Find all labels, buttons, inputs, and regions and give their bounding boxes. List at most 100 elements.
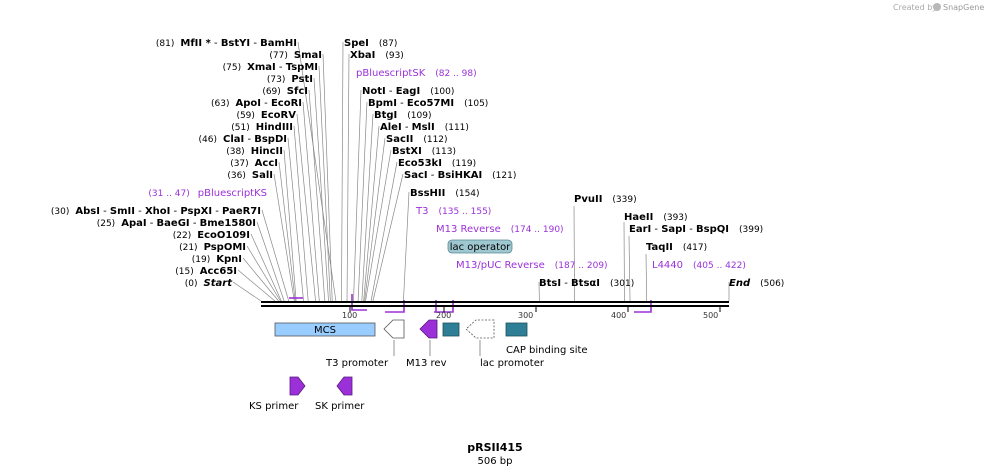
cap-binding-site-label: CAP binding site (506, 345, 588, 356)
primer-mark-sk (351, 294, 367, 311)
site-label-25: (25)ApaI - BaeGI - Bme1580I (97, 218, 256, 229)
leader-line-left-37 (278, 161, 296, 302)
primer-mark-m13-puc (434, 300, 454, 313)
site-label-59: (59)EcoRV (236, 110, 296, 121)
site-label-30: (30)AbsI - SmII - XhoI - PspXI - PaeR7I (51, 206, 261, 217)
site-label-77: (77)SmaI (269, 50, 322, 61)
site-label-38: (38)HincII (226, 146, 283, 157)
primer-mark-t3 (385, 300, 405, 313)
primer-label-m13-reverse: M13 Reverse(174 .. 190) (436, 224, 564, 235)
site-label-73: (73)PstI (267, 74, 313, 85)
site-label-154: BssHII(154) (410, 188, 480, 199)
leader-line-right-93 (346, 53, 350, 302)
leader-line-left-69 (308, 89, 326, 302)
site-label-119: Eco53kI(119) (398, 158, 476, 169)
site-label-393: HaeII(393) (624, 212, 688, 223)
ruler: 100 200 300 400 500 (342, 306, 721, 320)
site-label-51: (51)HindIII (231, 122, 293, 133)
leader-line-left-73 (313, 77, 329, 302)
m13-rev-label: M13 rev (406, 358, 447, 369)
lac-operator-label-box (447, 239, 513, 254)
site-label-113: BstXI(113) (392, 146, 456, 157)
leader-line-right-339 (573, 205, 575, 302)
primer-label-pbluescriptks: (31 .. 47)pBluescriptKS (148, 188, 267, 199)
site-label-69: (69)SfcI (262, 86, 308, 97)
primer-bind-marks (289, 294, 652, 313)
leader-line-left-36 (273, 173, 295, 302)
site-label-21: (21)PspOMI (179, 242, 246, 253)
site-label-19: (19)KpnI (192, 254, 242, 265)
leader-line-right-100 (353, 89, 362, 302)
site-label-start: (0)Start (185, 278, 233, 289)
ruler-label-100: 100 (342, 311, 357, 320)
site-label-399: EarI - SapI - BspQI(399) (629, 224, 763, 235)
leader-lines (232, 41, 730, 302)
site-label-37: (37)AccI (230, 158, 278, 169)
mcs-label: MCS (314, 325, 336, 336)
cap-binding-site-feature (505, 322, 528, 337)
right-site-labels: SpeI(87) XbaI(93) NotI - EagI(100) BpmI … (344, 38, 784, 289)
plasmid-name: pRSII415 (467, 441, 522, 454)
plasmid-length: 506 bp (478, 456, 513, 467)
leader-line-right-399 (628, 235, 631, 302)
site-label-36: (36)SalI (227, 170, 273, 181)
ruler-label-400: 400 (611, 311, 626, 320)
leader-line-left-81 (297, 41, 337, 302)
site-label-105: BpmI - Eco57MI(105) (368, 98, 488, 109)
leader-line-right-112 (364, 137, 386, 302)
lac-promoter-arrow (465, 319, 495, 339)
leader-line-left-22 (250, 233, 282, 302)
leader-line-right-105 (357, 101, 368, 302)
site-label-75: (75)XmaI - TspMI (223, 62, 318, 73)
leader-line-left-0 (232, 281, 262, 302)
t3-promoter-label: T3 promoter (325, 358, 389, 369)
leader-line-left-30 (261, 209, 290, 302)
leader-line-right-87 (341, 41, 344, 302)
leader-line-left-21 (246, 245, 281, 302)
primer-track: KS primer SK primer (249, 376, 365, 412)
ruler-label-300: 300 (518, 311, 533, 320)
leader-line-left-59 (296, 113, 316, 302)
leader-line-left-63 (302, 101, 320, 302)
mcs-feature (274, 322, 376, 337)
site-label-46: (46)ClaI - BspDI (199, 134, 287, 145)
left-site-labels: (81)MfII * - BstYI - BamHI (77)SmaI (75)… (51, 38, 322, 289)
site-label-end: End(506) (729, 278, 784, 289)
m13-rev-arrow (419, 319, 438, 339)
site-label-109: BtgI(109) (374, 110, 431, 121)
site-label-121: SacI - BsiHKAI(121) (404, 170, 516, 181)
leader-line-right-121 (372, 173, 404, 302)
site-label-87: SpeI(87) (344, 38, 397, 49)
credit-brand: SnapGene (943, 3, 984, 12)
snapgene-logo-icon (933, 3, 941, 11)
ruler-label-200: 200 (436, 311, 451, 320)
leader-line-left-38 (283, 149, 297, 302)
t3-promoter-arrow (383, 319, 405, 339)
ks-primer-label: KS primer (249, 401, 299, 412)
leader-line-left-25 (256, 221, 285, 302)
leader-line-left-15 (237, 269, 276, 302)
leader-line-left-77 (322, 53, 333, 302)
lac-operator-feature (442, 322, 460, 337)
primer-label-l4440: L4440(405 .. 422) (652, 260, 746, 271)
sk-primer-arrow (336, 376, 353, 396)
site-label-301: BtsI - BtsαI(301) (539, 278, 634, 289)
lac-promoter-label: lac promoter (480, 358, 545, 369)
ks-primer-arrow (289, 376, 306, 396)
site-label-100: NotI - EagI(100) (362, 86, 454, 97)
leader-line-right-109 (361, 113, 374, 302)
site-label-339: PvuII(339) (574, 194, 637, 205)
site-label-93: XbaI(93) (350, 50, 404, 61)
primer-label-pbluescriptsk: pBluescriptSK(82 .. 98) (356, 68, 477, 79)
leader-line-right-417 (645, 253, 648, 302)
leader-line-left-19 (242, 257, 279, 302)
primer-labels: pBluescriptSK(82 .. 98) (31 .. 47)pBlues… (148, 68, 745, 271)
leader-line-left-51 (293, 125, 309, 302)
site-label-63: (63)ApoI - EcoRI (211, 98, 302, 109)
site-label-417: TaqII(417) (646, 242, 707, 253)
primer-label-t3: T3(135 .. 155) (415, 206, 491, 217)
leader-line-right-154 (403, 191, 410, 302)
site-label-112: SacII(112) (386, 134, 448, 145)
site-label-22: (22)EcoO109I (173, 230, 250, 241)
